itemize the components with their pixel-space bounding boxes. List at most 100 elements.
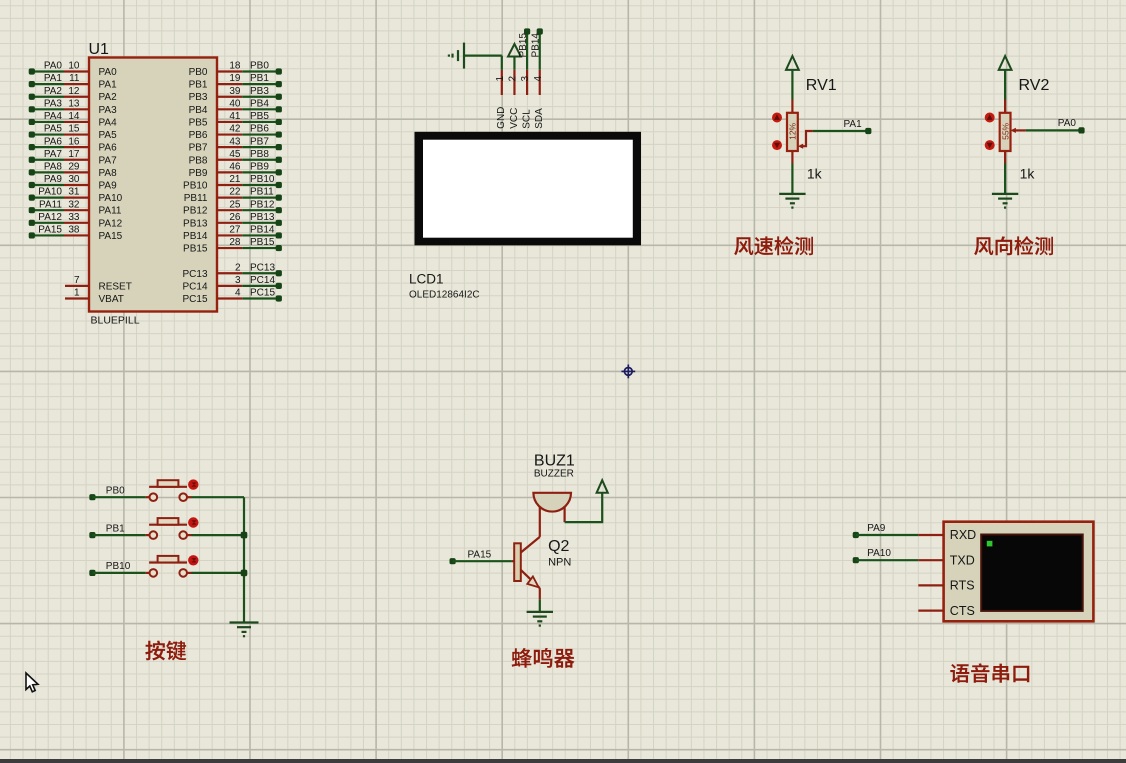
svg-text:14: 14 (68, 111, 80, 122)
svg-text:PA9: PA9 (44, 174, 63, 185)
svg-text:PB6: PB6 (189, 130, 208, 141)
svg-text:PB10: PB10 (106, 561, 131, 572)
svg-text:PA6: PA6 (44, 136, 63, 147)
svg-text:PA9: PA9 (867, 523, 886, 534)
svg-text:RESET: RESET (99, 281, 132, 292)
svg-text:43: 43 (229, 136, 241, 147)
svg-text:PA3: PA3 (99, 105, 118, 116)
svg-text:VBAT: VBAT (99, 294, 124, 305)
svg-text:1: 1 (74, 288, 80, 299)
svg-text:28: 28 (229, 237, 241, 248)
svg-text:PB9: PB9 (189, 168, 208, 179)
svg-text:PA15: PA15 (99, 231, 123, 242)
svg-text:PC15: PC15 (250, 288, 275, 299)
svg-text:PB8: PB8 (250, 149, 269, 160)
svg-text:PB0: PB0 (106, 485, 125, 496)
svg-text:PA5: PA5 (44, 124, 63, 135)
svg-text:PC13: PC13 (250, 262, 275, 273)
svg-text:PC14: PC14 (182, 281, 207, 292)
svg-text:RTS: RTS (950, 579, 975, 593)
svg-text:U1: U1 (89, 41, 110, 58)
svg-text:7: 7 (74, 275, 80, 286)
svg-text:PA4: PA4 (99, 117, 118, 128)
svg-text:26: 26 (229, 212, 241, 223)
svg-text:BLUEPILL: BLUEPILL (91, 315, 140, 327)
svg-text:RV2: RV2 (1019, 77, 1050, 94)
svg-text:PA6: PA6 (99, 143, 118, 154)
svg-text:PB14: PB14 (250, 225, 275, 236)
svg-text:PB11: PB11 (184, 193, 208, 204)
svg-text:3: 3 (520, 76, 531, 82)
svg-text:PA15: PA15 (468, 549, 492, 560)
svg-text:PA8: PA8 (99, 168, 118, 179)
svg-text:39: 39 (229, 86, 241, 97)
svg-text:PB15: PB15 (518, 33, 529, 58)
svg-text:PB13: PB13 (250, 212, 275, 223)
svg-text:PA4: PA4 (44, 111, 63, 122)
svg-text:TXD: TXD (950, 553, 975, 567)
svg-text:PB15: PB15 (183, 244, 208, 255)
svg-text:PB1: PB1 (106, 523, 125, 534)
svg-text:PC15: PC15 (182, 294, 207, 305)
svg-text:1k: 1k (807, 166, 823, 182)
svg-text:PA1: PA1 (44, 73, 63, 84)
svg-text:PC14: PC14 (250, 275, 275, 286)
svg-text:PA11: PA11 (39, 199, 62, 210)
svg-text:PA10: PA10 (867, 548, 891, 559)
svg-text:PA7: PA7 (44, 149, 63, 160)
svg-text:15: 15 (68, 124, 80, 135)
svg-text:1k: 1k (1020, 166, 1036, 182)
svg-text:GND: GND (496, 107, 507, 129)
svg-text:PB14: PB14 (531, 33, 542, 58)
svg-text:PB0: PB0 (189, 67, 208, 78)
svg-text:19: 19 (229, 73, 241, 84)
svg-text:13: 13 (68, 98, 80, 109)
svg-text:PA1: PA1 (844, 119, 863, 130)
svg-text:29: 29 (68, 161, 80, 172)
svg-text:PB14: PB14 (183, 231, 208, 242)
svg-text:VCC: VCC (509, 108, 520, 129)
svg-text:PA1: PA1 (99, 80, 118, 91)
svg-text:22: 22 (229, 187, 241, 198)
svg-text:PA0: PA0 (1058, 118, 1077, 129)
svg-text:16: 16 (68, 136, 80, 147)
svg-text:PA2: PA2 (99, 92, 118, 103)
svg-text:31: 31 (68, 187, 80, 198)
svg-text:40: 40 (229, 98, 241, 109)
svg-text:PA3: PA3 (44, 98, 63, 109)
svg-text:PB10: PB10 (250, 174, 275, 185)
svg-text:3: 3 (235, 275, 241, 286)
svg-text:38: 38 (68, 225, 80, 236)
svg-text:17: 17 (68, 149, 80, 160)
svg-text:PB4: PB4 (250, 98, 269, 109)
svg-text:PA10: PA10 (38, 187, 62, 198)
svg-text:PB3: PB3 (250, 86, 269, 97)
svg-text:PC13: PC13 (182, 269, 207, 280)
svg-text:PB11: PB11 (250, 187, 274, 198)
svg-text:BUZ1: BUZ1 (534, 453, 575, 470)
svg-text:4: 4 (533, 76, 544, 82)
svg-text:LCD1: LCD1 (409, 272, 444, 287)
svg-text:PB5: PB5 (250, 111, 269, 122)
svg-text:27: 27 (229, 225, 241, 236)
svg-text:PB9: PB9 (250, 161, 269, 172)
svg-text:PA10: PA10 (99, 193, 123, 204)
svg-text:PA7: PA7 (99, 155, 118, 166)
svg-text:PB6: PB6 (250, 124, 269, 135)
svg-text:CTS: CTS (950, 604, 975, 618)
svg-text:PB15: PB15 (250, 237, 275, 248)
svg-text:SCL: SCL (522, 109, 533, 129)
svg-text:1: 1 (495, 76, 506, 82)
svg-text:12: 12 (68, 86, 80, 97)
svg-text:PA5: PA5 (99, 130, 118, 141)
svg-text:PA11: PA11 (99, 206, 122, 217)
svg-text:PB12: PB12 (183, 206, 208, 217)
svg-text:PB8: PB8 (189, 155, 208, 166)
svg-text:PA0: PA0 (44, 61, 63, 72)
svg-text:PB4: PB4 (189, 105, 208, 116)
svg-text:10: 10 (68, 61, 80, 72)
svg-text:PA12: PA12 (99, 218, 123, 229)
svg-text:PB3: PB3 (189, 92, 208, 103)
svg-text:45: 45 (229, 149, 241, 160)
svg-text:PA0: PA0 (99, 67, 118, 78)
